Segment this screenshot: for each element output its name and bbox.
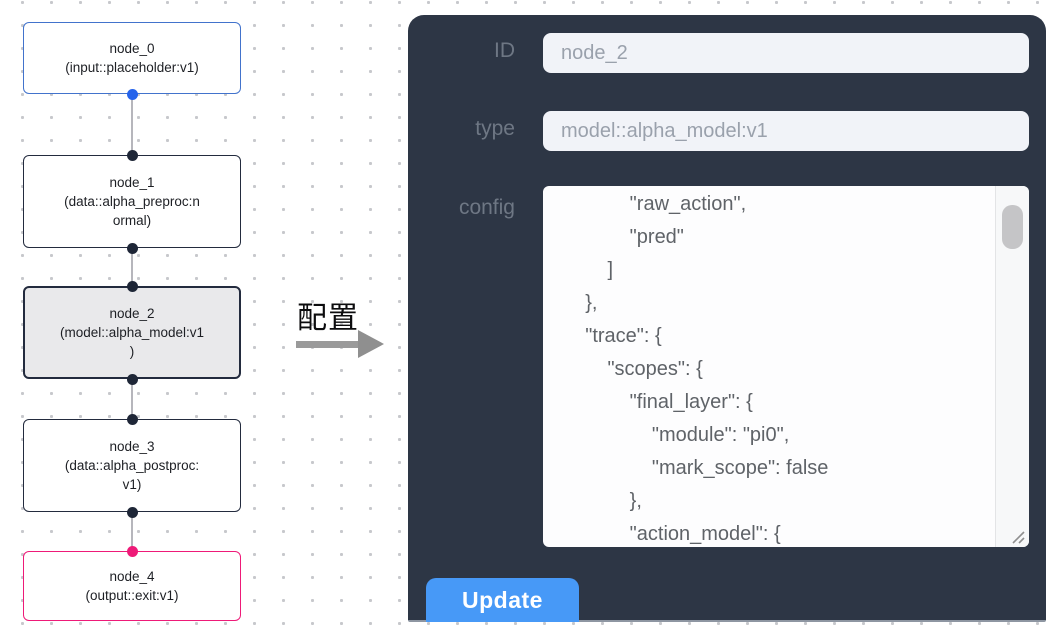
id-field-label: ID: [494, 39, 515, 62]
config-field-label: config: [458, 196, 515, 219]
right-arrow-icon: [296, 330, 384, 358]
handle-node2-in[interactable]: [126, 280, 138, 292]
handle-node2-out[interactable]: [126, 373, 138, 385]
node-subtitle: (model::alpha_model:v1 ): [59, 324, 205, 360]
flow-node-node_1[interactable]: node_1 (data::alpha_preproc:n ormal): [23, 155, 241, 248]
config-scrollbar[interactable]: [995, 186, 1029, 547]
handle-node1-in[interactable]: [126, 149, 138, 161]
handle-node3-in[interactable]: [126, 413, 138, 425]
flow-node-node_3[interactable]: node_3 (data::alpha_postproc: v1): [23, 419, 241, 512]
edge-node2-node3: [131, 379, 133, 419]
resize-grip-icon[interactable]: [1008, 527, 1026, 545]
flow-node-node_4[interactable]: node_4 (output::exit:v1): [23, 551, 241, 621]
handle-node0-out[interactable]: [126, 88, 138, 100]
node-title: node_4: [109, 568, 155, 584]
node-title: node_1: [109, 174, 155, 190]
configure-annotation: 配置: [297, 302, 359, 335]
node-subtitle: (input::placeholder:v1): [65, 60, 199, 75]
flow-node-node_2[interactable]: node_2 (model::alpha_model:v1 ): [23, 286, 241, 379]
update-button[interactable]: Update: [426, 578, 579, 622]
id-field[interactable]: [543, 33, 1029, 73]
handle-node3-out[interactable]: [126, 506, 138, 518]
handle-node1-out[interactable]: [126, 242, 138, 254]
node-subtitle: (data::alpha_postproc: v1): [64, 457, 200, 493]
type-field-label: type: [475, 117, 515, 140]
type-field[interactable]: [543, 111, 1029, 151]
edge-node0-node1: [131, 94, 133, 155]
config-scrollbar-thumb[interactable]: [1002, 205, 1023, 249]
config-json-text[interactable]: "raw_action", "pred" ] }, "trace": { "sc…: [585, 193, 829, 545]
node-config-panel: ID type config "raw_action", "pred" ] },…: [408, 15, 1046, 622]
node-subtitle: (data::alpha_preproc:n ormal): [64, 193, 200, 229]
edge-node3-node4: [131, 512, 133, 551]
handle-node4-in[interactable]: [126, 545, 138, 557]
node-title: node_3: [109, 438, 155, 454]
config-editor[interactable]: "raw_action", "pred" ] }, "trace": { "sc…: [543, 186, 1029, 547]
node-subtitle: (output::exit:v1): [85, 588, 179, 603]
flow-node-node_0[interactable]: node_0 (input::placeholder:v1): [23, 22, 241, 94]
node-title: node_2: [109, 305, 155, 321]
node-title: node_0: [109, 40, 155, 56]
edge-node1-node2: [131, 248, 133, 286]
